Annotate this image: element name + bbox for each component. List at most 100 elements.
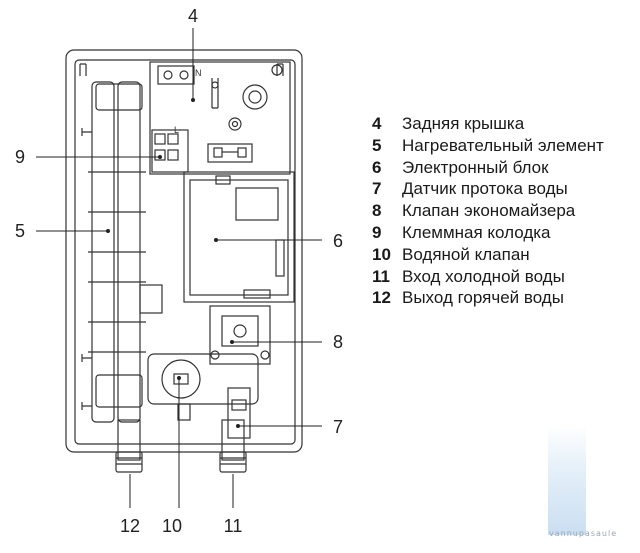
leader-dot-9 — [158, 155, 162, 159]
water-valve-body — [147, 353, 259, 405]
callout-11: 11 — [224, 516, 243, 536]
side-bracket — [81, 354, 92, 362]
legend-number: 11 — [372, 266, 390, 286]
wire-terminal — [211, 81, 219, 89]
legend-number: 10 — [372, 244, 391, 264]
legend-item: 12 Выход горячей воды — [372, 287, 604, 309]
mounting-slot-right — [276, 63, 284, 76]
leader-dot-10 — [177, 376, 181, 380]
legend-text: Клеммная колодка — [402, 222, 551, 242]
legend-text: Нагревательный элемент — [402, 135, 604, 155]
terminal-cell — [154, 133, 166, 145]
legend-item: 4 Задняя крышка — [372, 113, 604, 135]
electronic-unit — [183, 171, 295, 303]
legend-number: 12 — [372, 288, 391, 308]
terminal-strip — [151, 129, 189, 173]
inlet-pipe — [221, 419, 245, 461]
flow-sensor-window — [231, 399, 247, 411]
terminal-screw — [179, 70, 189, 80]
watermark-graphic — [548, 425, 586, 535]
legend-text: Задняя крышка — [402, 114, 525, 133]
housing-inner — [74, 59, 296, 445]
legend-number: 4 — [372, 114, 382, 133]
legend-number: 8 — [372, 201, 382, 221]
valve-screw — [260, 350, 270, 360]
side-clamp — [139, 284, 163, 314]
outlet-pipe — [117, 419, 141, 461]
valve-bracket — [177, 403, 191, 421]
side-bracket — [81, 128, 92, 136]
legend-item: 11 Вход холодной воды — [372, 266, 604, 288]
terminal-mark-n: N — [195, 68, 202, 78]
legend-text: Электронный блок — [402, 157, 549, 177]
cold-water-inlet-fitting — [219, 451, 247, 473]
connector-block — [207, 143, 253, 163]
legend-item: 10 Водяной клапан — [372, 244, 604, 266]
leader-dot-7 — [236, 424, 240, 428]
back-cover-area — [149, 61, 291, 175]
terminal-cell — [167, 149, 179, 161]
reset-button-inner — [231, 120, 239, 128]
watermark-text: vannupasaule — [549, 529, 618, 538]
cable-slot — [275, 239, 285, 277]
callout-8: 8 — [333, 332, 343, 352]
water-valve-round — [161, 359, 201, 399]
thermostat-knob — [242, 84, 268, 110]
callout-9: 9 — [15, 147, 25, 167]
screw — [271, 64, 283, 76]
electronic-unit-inner — [189, 179, 289, 296]
legend-number: 9 — [372, 222, 382, 242]
terminal-mark-l: L — [174, 125, 179, 135]
mounting-slot-left — [79, 63, 87, 76]
legend-item: 6 Электронный блок — [372, 157, 604, 179]
terminal-screw — [163, 70, 173, 80]
legend-number: 5 — [372, 135, 382, 155]
legend-text: Клапан экономайзера — [402, 201, 576, 221]
legend-number: 7 — [372, 179, 382, 199]
legend-item: 5 Нагревательный элемент — [372, 135, 604, 157]
callout-4: 4 — [188, 6, 198, 26]
economizer-valve — [209, 305, 271, 365]
valve-screw — [233, 324, 247, 338]
legend-item: 9 Клеммная колодка — [372, 222, 604, 244]
leader-dot-8 — [230, 340, 234, 344]
display-module — [235, 187, 279, 221]
heating-element-cap-top — [95, 83, 143, 111]
legend-item: 7 Датчик протока воды — [372, 178, 604, 200]
callout-12: 12 — [120, 516, 140, 536]
thread-lines — [116, 457, 246, 465]
legend-text: Вход холодной воды — [402, 266, 565, 286]
legend: 4 Задняя крышка 5 Нагревательный элемент 6… — [372, 113, 604, 309]
thermostat-knob-inner — [248, 90, 262, 104]
wire — [211, 78, 219, 109]
small-board — [243, 289, 271, 299]
callout-7: 7 — [333, 417, 343, 437]
connector-pin — [237, 147, 247, 158]
leader-dot-6 — [214, 238, 218, 242]
legend-text: Водяной клапан — [402, 244, 530, 264]
callout-10: 10 — [162, 516, 182, 536]
legend-item: 8 Клапан экономайзера — [372, 200, 604, 222]
legend-text: Выход горячей воды — [402, 288, 564, 308]
flow-sensor — [227, 387, 251, 439]
terminal-cell — [167, 133, 179, 145]
water-valve-core — [173, 373, 189, 385]
small-board — [215, 175, 231, 185]
callout-5: 5 — [15, 221, 25, 241]
leader-dot-5 — [106, 229, 110, 233]
hot-water-outlet-fitting — [115, 451, 143, 473]
legend-text: Датчик протока воды — [402, 179, 568, 199]
side-bracket — [81, 402, 92, 410]
reset-button — [228, 117, 242, 131]
leader-dot-4 — [191, 98, 195, 102]
valve-body — [221, 315, 259, 347]
terminal-cell — [154, 149, 166, 161]
connector-pin — [213, 147, 223, 158]
valve-screw — [210, 350, 220, 360]
legend-number: 6 — [372, 157, 382, 177]
heating-element-cap-bottom — [95, 374, 143, 408]
housing-outer — [65, 49, 303, 453]
terminal-block-top — [157, 65, 195, 85]
callout-6: 6 — [333, 231, 343, 251]
